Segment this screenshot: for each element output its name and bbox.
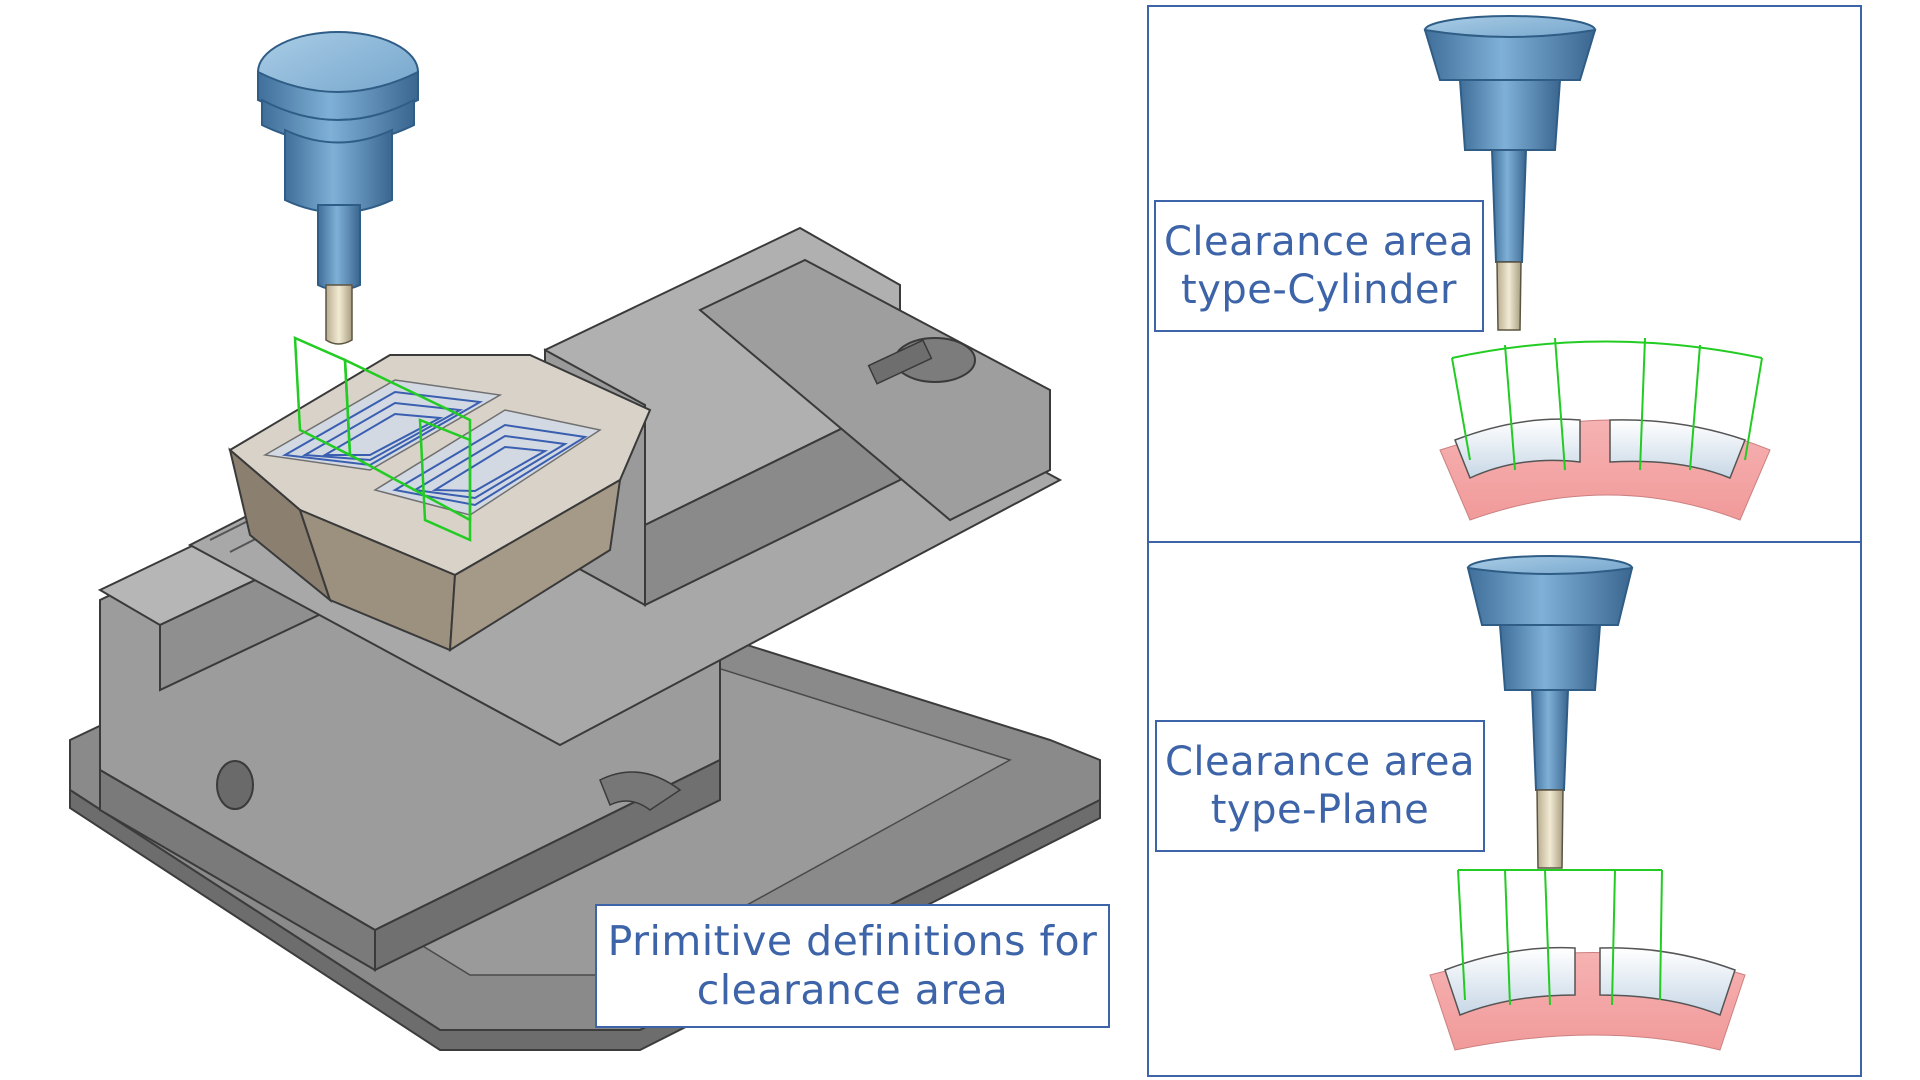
- cylinder-caption: Clearance area type-Cylinder: [1154, 200, 1484, 332]
- plane-panel: [1147, 541, 1862, 1077]
- clearance-cylinder-icon: [1423, 15, 1771, 521]
- main-caption-line2: clearance area: [696, 966, 1009, 1014]
- clearance-plane-icon: [1429, 555, 1746, 1051]
- main-caption: Primitive definitions for clearance area: [595, 904, 1110, 1028]
- milling-tool-icon: [257, 31, 419, 345]
- toolpath-blue: [281, 390, 588, 507]
- plane-caption: Clearance area type-Plane: [1155, 720, 1485, 852]
- clearance-outline-green: [293, 336, 472, 542]
- plane-caption-line2: type-Plane: [1210, 787, 1430, 833]
- cylinder-caption-line2: type-Cylinder: [1181, 267, 1457, 313]
- main-caption-line1: Primitive definitions for: [607, 916, 1098, 965]
- plane-caption-line1: Clearance area: [1165, 739, 1475, 785]
- cylinder-caption-line1: Clearance area: [1164, 219, 1474, 265]
- workpiece-tray: [228, 336, 652, 652]
